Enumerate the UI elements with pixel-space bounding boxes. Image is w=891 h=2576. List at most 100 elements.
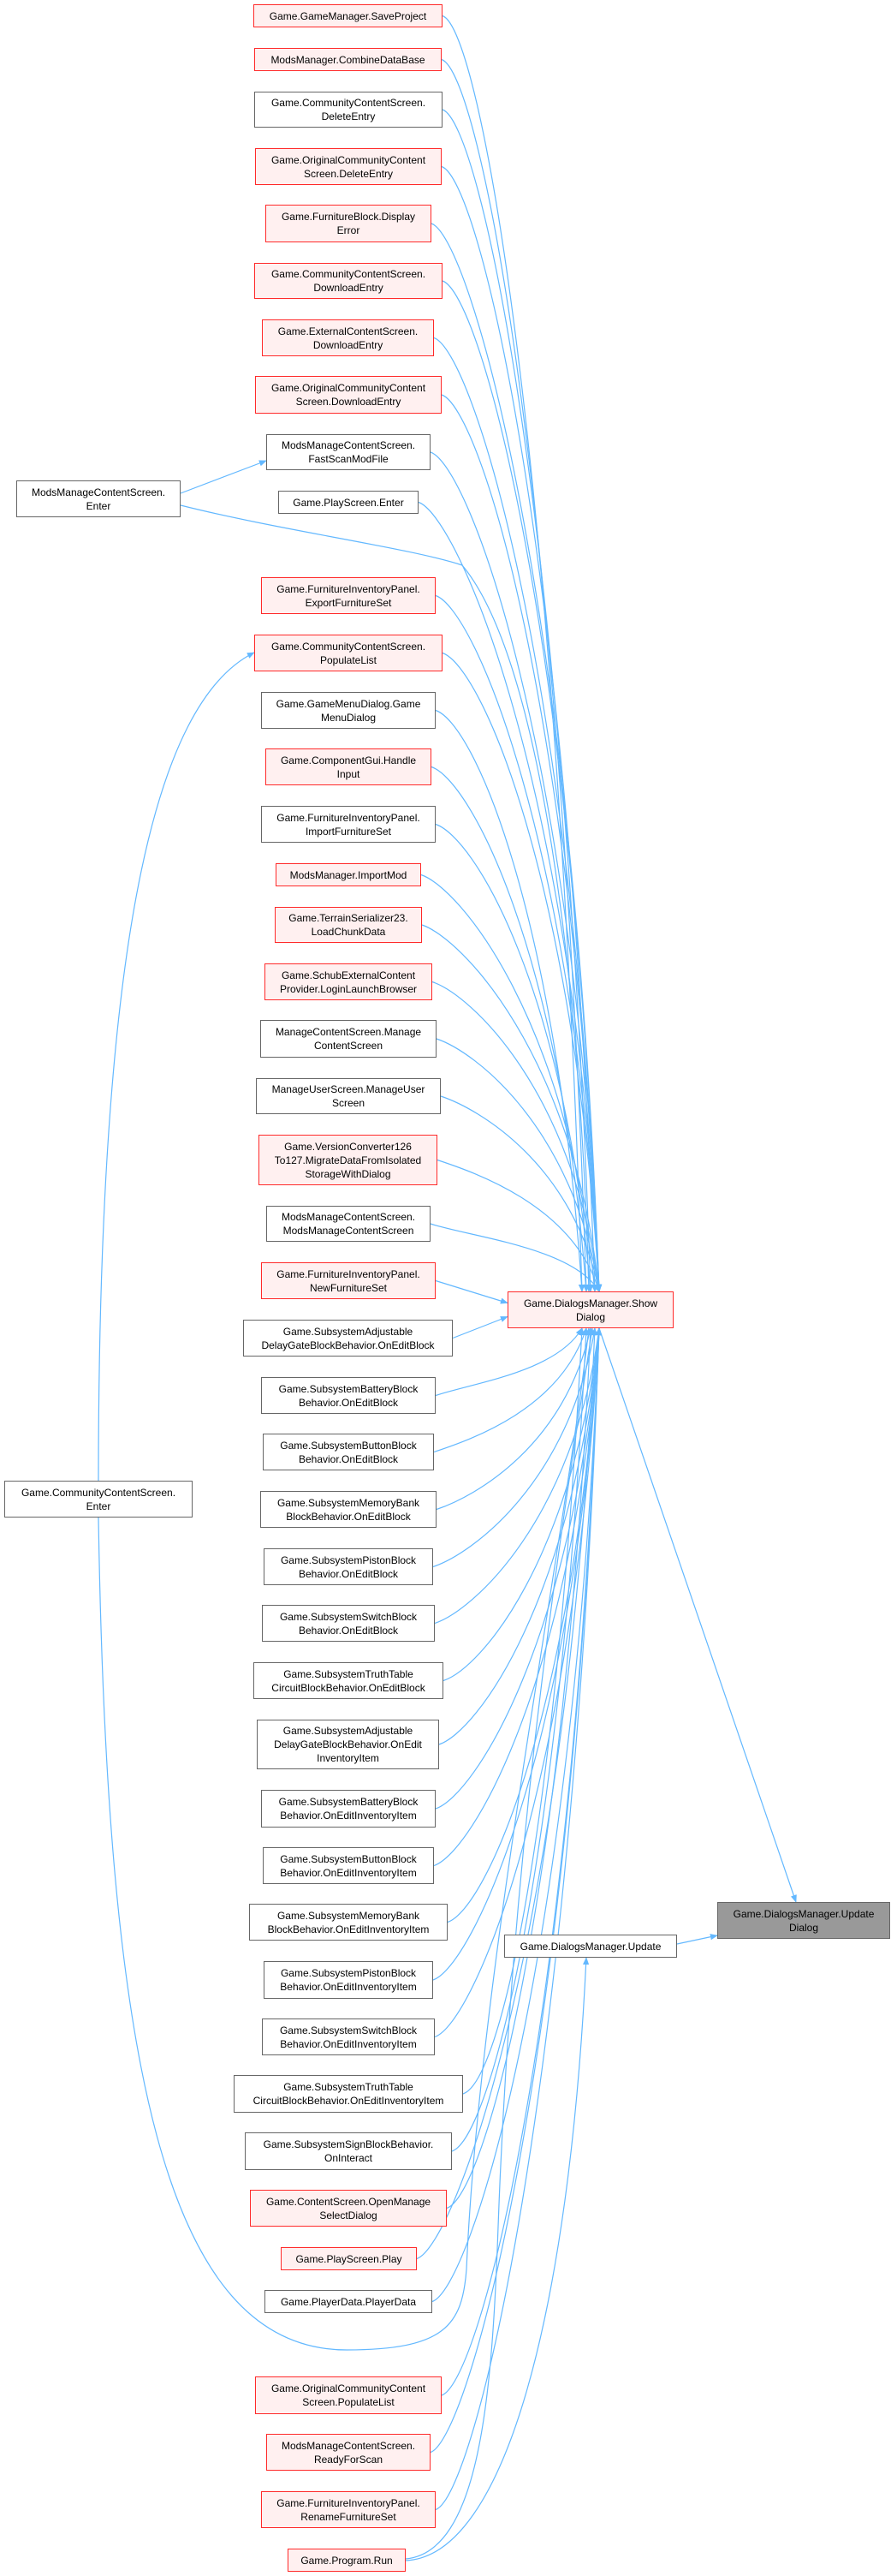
node-modsmanagecontentscreen-fastscanmodfile[interactable]: ModsManageContentScreen.FastScanModFile — [266, 434, 431, 470]
node-game-communitycontentscreen-populatelist[interactable]: Game.CommunityContentScreen.PopulateList — [254, 635, 443, 671]
edge-caller-to-showdialog — [433, 337, 603, 1292]
node-modsmanagecontentscreen-enter[interactable]: ModsManageContentScreen.Enter — [16, 480, 181, 517]
node-label-line: Game.SubsystemTruthTable — [283, 1667, 413, 1680]
node-label-line: Game.ContentScreen.OpenManage — [265, 2195, 431, 2208]
edge-programrun-to-dmupdate — [405, 1957, 590, 2561]
edge-caller-to-showdialog — [433, 1327, 587, 1453]
node-label-line: InventoryItem — [317, 1752, 379, 1764]
node-game-gamemanager-saveproject[interactable]: Game.GameManager.SaveProject — [253, 4, 443, 27]
edge-caller-to-showdialog — [435, 1327, 583, 1397]
edge-ccs-enter-to-showdialog — [98, 1327, 591, 2351]
node-game-playscreen-play[interactable]: Game.PlayScreen.Play — [281, 2247, 417, 2270]
node-game-communitycontentscreen-enter[interactable]: Game.CommunityContentScreen.Enter — [4, 1481, 193, 1518]
edge-caller-to-showdialog — [436, 1038, 602, 1292]
node-label-line: ModsManageContentScreen. — [281, 1211, 416, 1223]
node-game-dialogsmanager-update[interactable]: Game.DialogsManager.Update — [504, 1935, 677, 1958]
node-label-line: Screen.DownloadEntry — [295, 396, 401, 408]
node-game-program-run[interactable]: Game.Program.Run — [288, 2549, 406, 2572]
node-label-line: Game.CommunityContentScreen. — [21, 1486, 176, 1499]
edge-showdialog-to-updatedialog — [598, 1327, 797, 1903]
node-label-line: ModsManageContentScreen. — [31, 486, 166, 498]
node-modsmanager-importmod[interactable]: ModsManager.ImportMod — [276, 863, 421, 886]
node-label-line: Game.CommunityContentScreen. — [270, 640, 426, 653]
node-label-line: BlockBehavior.OnEditBlock — [286, 1510, 411, 1523]
edge-ccs-enter-to-populatelist — [98, 652, 255, 1482]
node-label-line: Game.FurnitureBlock.Display — [281, 211, 416, 223]
node-label-line: Behavior.OnEditBlock — [298, 1624, 399, 1637]
edge-programrun-to-showdialog — [405, 1327, 595, 2560]
node-label-line: ImportFurnitureSet — [305, 825, 392, 838]
node-game-communitycontentscreen-deleteentry[interactable]: Game.CommunityContentScreen.DeleteEntry — [254, 92, 443, 128]
edge-caller-to-showdialog — [420, 874, 597, 1292]
node-game-terrainserializer23-loadchunkdata[interactable]: Game.TerrainSerializer23.LoadChunkData — [275, 907, 422, 943]
edge-caller-to-showdialog — [416, 1327, 598, 2260]
node-game-furnitureinventorypanel-exportfurnitureset[interactable]: Game.FurnitureInventoryPanel.ExportFurni… — [261, 577, 436, 614]
edge-caller-to-showdialog — [441, 58, 590, 1292]
node-label-line: Game.GameManager.SaveProject — [269, 9, 427, 22]
node-label-line: Behavior.OnEditInventoryItem — [280, 1810, 417, 1822]
node-label-line: Game.SubsystemSwitchBlock — [279, 2024, 418, 2036]
node-label-line: Game.PlayScreen.Enter — [293, 496, 404, 509]
edge-mmcs-enter-to-fastscan — [180, 460, 267, 494]
node-label-line: Screen.PopulateList — [302, 2396, 395, 2408]
node-modsmanagecontentscreen-modsmanagecontentscreen[interactable]: ModsManageContentScreen.ModsManageConten… — [266, 1206, 431, 1242]
node-label-line: ContentScreen — [313, 1040, 383, 1052]
edge-caller-to-showdialog — [435, 594, 603, 1292]
node-modsmanagecontentscreen-readyforscan[interactable]: ModsManageContentScreen.ReadyForScan — [266, 2434, 431, 2471]
node-label-line: Game.GameMenuDialog.Game — [276, 697, 421, 710]
node-label-line: Game.DialogsManager.Update — [733, 1907, 875, 1920]
node-label-line: Behavior.OnEditInventoryItem — [280, 1866, 417, 1879]
node-game-furnitureinventorypanel-newfurnitureset[interactable]: Game.FurnitureInventoryPanel.NewFurnitur… — [261, 1262, 436, 1299]
node-game-playerdata-playerdata[interactable]: Game.PlayerData.PlayerData — [264, 2290, 432, 2313]
node-label-line: Game.SubsystemPistonBlock — [280, 1553, 417, 1566]
node-label-line: RenameFurnitureSet — [300, 2510, 396, 2523]
node-label-line: DeleteEntry — [321, 110, 376, 122]
node-label-line: PopulateList — [319, 653, 377, 666]
node-label-line: Error — [336, 224, 360, 236]
edge-caller-to-showdialog — [462, 1327, 585, 2095]
node-game-subsystemsignblockbehavior-oninteract[interactable]: Game.SubsystemSignBlockBehavior.OnIntera… — [245, 2132, 452, 2170]
node-label-line: ModsManageContentScreen. — [281, 2439, 416, 2452]
node-label-line: MenuDialog — [320, 711, 377, 724]
node-game-externalcontentscreen-downloadentry[interactable]: Game.ExternalContentScreen.DownloadEntry — [262, 319, 434, 356]
node-game-furnitureinventorypanel-renamefurnitureset[interactable]: Game.FurnitureInventoryPanel.RenameFurni… — [261, 2491, 436, 2528]
node-game-communitycontentscreen-downloadentry[interactable]: Game.CommunityContentScreen.DownloadEntr… — [254, 263, 443, 299]
node-label-line: Game.SubsystemBatteryBlock — [278, 1796, 419, 1808]
node-label-line: DownloadEntry — [312, 338, 383, 351]
node-label-line: Game.SubsystemMemoryBank — [276, 1909, 420, 1922]
edge-caller-to-showdialog — [441, 1327, 603, 2396]
node-label-line: SelectDialog — [319, 2209, 377, 2221]
node-game-playscreen-enter[interactable]: Game.PlayScreen.Enter — [278, 491, 419, 514]
node-game-furnitureinventorypanel-importfurnitureset[interactable]: Game.FurnitureInventoryPanel.ImportFurni… — [261, 806, 436, 843]
node-label-line: DelayGateBlockBehavior.OnEdit — [274, 1738, 422, 1750]
node-modsmanager-combinedatabase[interactable]: ModsManager.CombineDataBase — [254, 48, 442, 71]
